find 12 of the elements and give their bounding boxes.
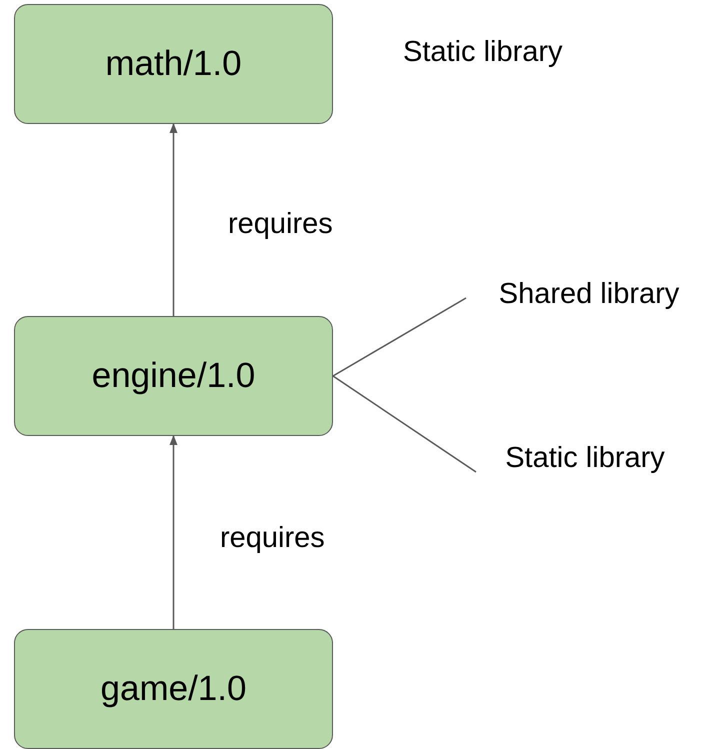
box-label: math/1.0 (105, 44, 242, 84)
leader-line (332, 375, 476, 473)
box-label: game/1.0 (100, 669, 246, 709)
process-box (14, 4, 333, 124)
arrow (170, 123, 178, 316)
box-label: engine/1.0 (92, 356, 256, 396)
annotation-text: Shared library (470, 274, 708, 314)
process-box (14, 316, 333, 436)
annotation-text: Static library (480, 438, 690, 478)
leader-line (332, 297, 466, 377)
arrow (170, 435, 178, 629)
process-box (14, 629, 333, 749)
